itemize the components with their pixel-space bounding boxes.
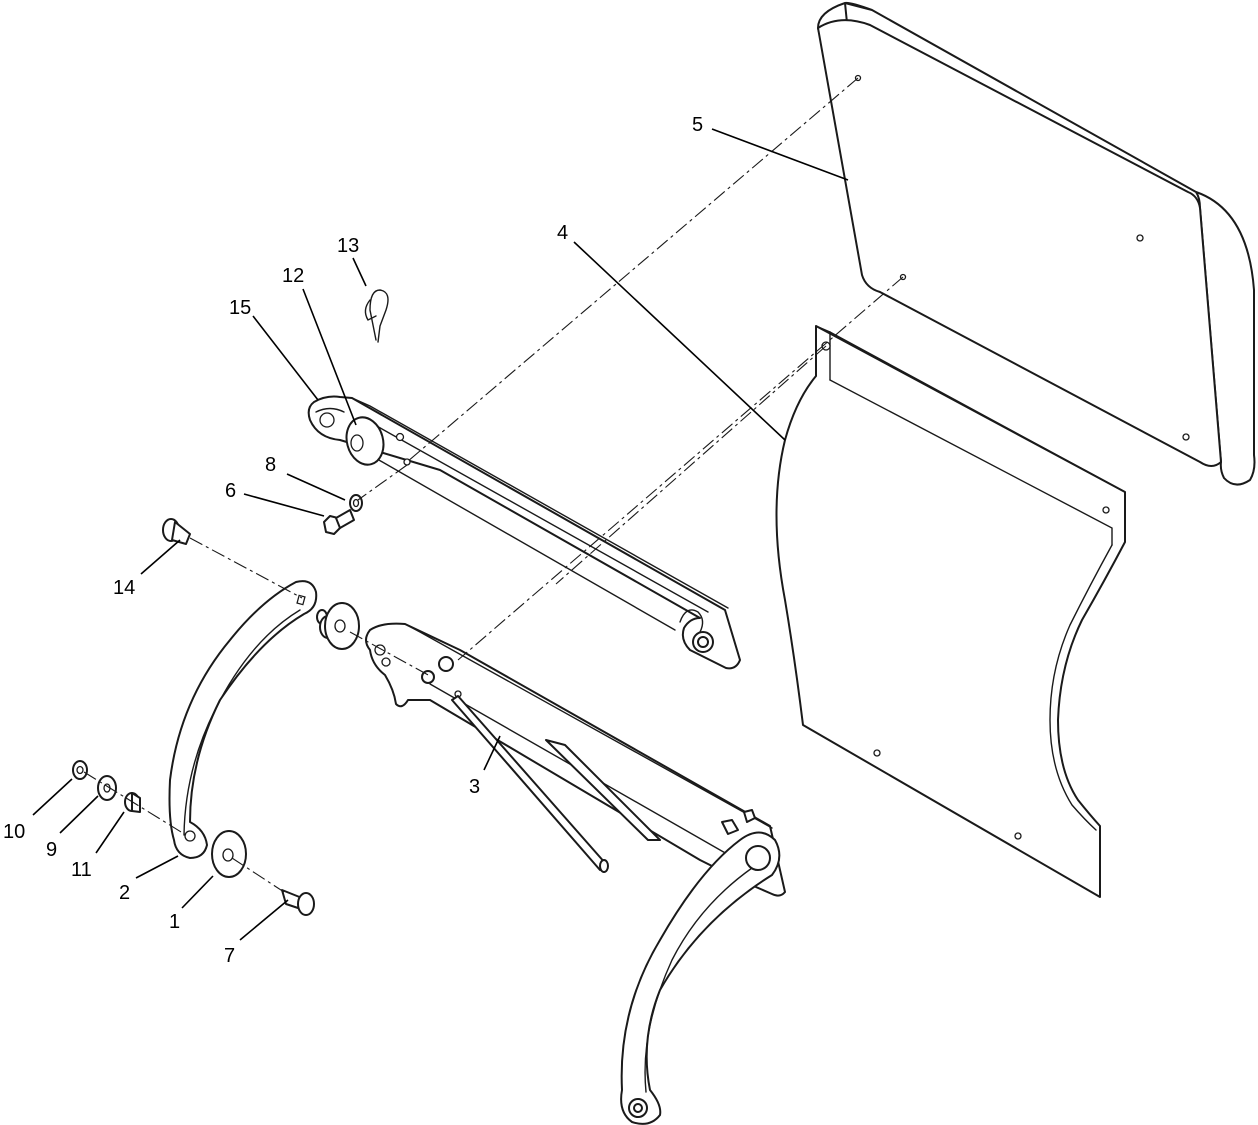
part-10-nut (72, 760, 88, 780)
callout-1: 1 (169, 911, 180, 933)
part-2-left-arc (168, 580, 318, 859)
part-1-washer (211, 830, 247, 878)
callout-6: 6 (225, 480, 236, 502)
part-5-pad (817, 1, 1256, 486)
leader-lines (32, 128, 849, 941)
callout-2: 2 (119, 882, 130, 904)
part-13-hairpin (364, 289, 389, 343)
callout-4: 4 (557, 222, 568, 244)
alignment-lines (83, 77, 904, 893)
part-3-lower-bracket (365, 622, 786, 897)
callout-14: 14 (113, 577, 135, 599)
callout-8: 8 (265, 454, 276, 476)
part-7-bolt (281, 889, 315, 916)
callout-10: 10 (3, 821, 25, 843)
part-washer-stack-upper (316, 602, 360, 650)
callout-12: 12 (282, 265, 304, 287)
part-8-lockwasher (349, 494, 363, 512)
part-12-washer (345, 416, 385, 466)
part-9-washer (97, 775, 117, 801)
callout-13: 13 (337, 235, 359, 257)
part-4-flap (775, 325, 1126, 898)
callout-7: 7 (224, 945, 235, 967)
callout-5: 5 (692, 114, 703, 136)
part-6-bolt (323, 509, 355, 535)
callout-9: 9 (46, 839, 57, 861)
part-14-bolt (162, 518, 191, 545)
callout-3: 3 (469, 776, 480, 798)
part-3-right-arc (620, 831, 781, 1125)
callout-11: 11 (71, 859, 92, 881)
callout-15: 15 (229, 297, 251, 319)
callouts: 5 4 13 12 15 8 6 14 3 10 9 11 2 1 7 (3, 114, 703, 967)
